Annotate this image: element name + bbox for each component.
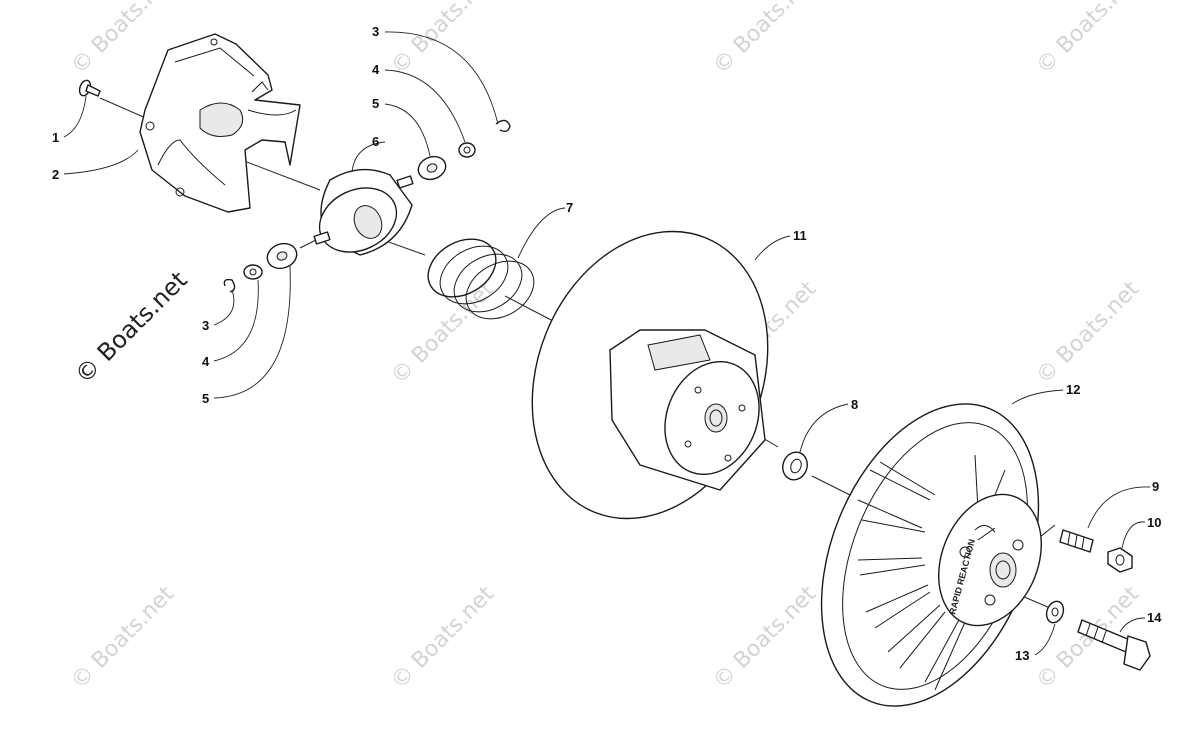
callout-part-11: 11 xyxy=(793,228,807,243)
clip-lower-part-3 xyxy=(223,278,236,293)
watermark: © Boats.net xyxy=(387,0,500,79)
screw-part-1 xyxy=(78,79,101,97)
stationary-sheave-part-11 xyxy=(531,230,769,520)
callout-part-8: 8 xyxy=(851,397,858,412)
watermark-prominent: © Boats.net xyxy=(69,266,192,389)
callout-part-3-lower: 3 xyxy=(202,318,209,333)
cover-bracket-part-2 xyxy=(139,33,301,213)
callout-part-9: 9 xyxy=(1152,479,1159,494)
callout-part-13: 13 xyxy=(1015,648,1029,663)
callout-part-4-lower: 4 xyxy=(202,354,210,369)
callout-part-2: 2 xyxy=(52,167,59,182)
watermark: © Boats.net xyxy=(67,581,180,694)
washer-lower-part-4 xyxy=(243,264,263,280)
callout-part-14: 14 xyxy=(1147,610,1162,625)
roller-hub-part-6 xyxy=(313,168,414,256)
stud-part-9 xyxy=(1059,529,1094,553)
callout-part-6: 6 xyxy=(372,134,379,149)
watermark: © Boats.net xyxy=(1032,0,1145,79)
roller-lower-part-5 xyxy=(266,242,298,270)
callout-labels: 1 2 3 4 5 6 3 4 5 7 11 8 12 9 10 13 14 xyxy=(52,24,1162,663)
watermark: © Boats.net xyxy=(387,581,500,694)
callout-part-7: 7 xyxy=(566,200,573,215)
bolt-part-14 xyxy=(1077,619,1151,671)
callout-part-1: 1 xyxy=(52,130,59,145)
callout-part-5-lower: 5 xyxy=(202,391,209,406)
leader-lines xyxy=(63,31,1151,656)
callout-part-3-upper: 3 xyxy=(372,24,379,39)
washer-part-13 xyxy=(1045,600,1065,624)
callout-part-4-upper: 4 xyxy=(372,62,380,77)
watermark: © Boats.net xyxy=(1032,276,1145,389)
callout-part-5-upper: 5 xyxy=(372,96,379,111)
callout-part-12: 12 xyxy=(1066,382,1080,397)
movable-sheave-part-12: RAPID REACTION xyxy=(820,403,1042,707)
watermark: © Boats.net xyxy=(709,581,822,694)
washer-upper-part-4 xyxy=(458,142,476,158)
callout-part-10: 10 xyxy=(1147,515,1161,530)
nut-part-10 xyxy=(1107,547,1133,573)
spring-part-7 xyxy=(427,238,535,320)
clip-upper-part-3 xyxy=(495,119,511,133)
washer-part-8 xyxy=(782,451,808,481)
watermark: © Boats.net xyxy=(709,0,822,79)
roller-upper-part-5 xyxy=(417,155,447,181)
